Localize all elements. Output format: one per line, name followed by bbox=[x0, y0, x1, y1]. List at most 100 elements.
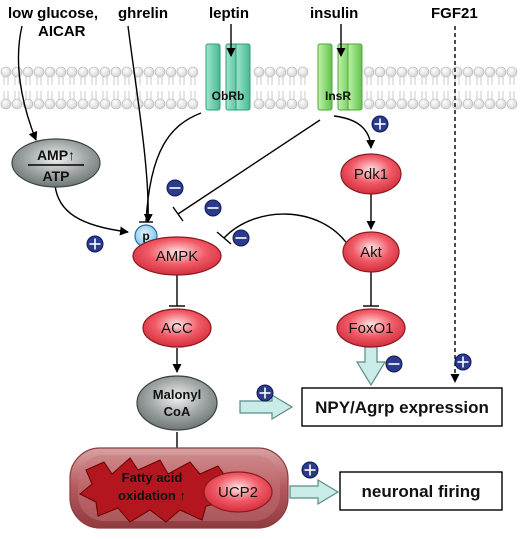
atp-label: ATP bbox=[43, 168, 70, 184]
lipid-head bbox=[44, 66, 56, 78]
lipid-head bbox=[143, 66, 155, 78]
lipid-head bbox=[77, 98, 89, 110]
label-aicar: AICAR bbox=[38, 23, 86, 40]
lipid-head bbox=[484, 66, 496, 78]
ucp2-node: UCP2 bbox=[203, 471, 273, 513]
pdk1-label: Pdk1 bbox=[354, 166, 388, 183]
lipid-head bbox=[77, 66, 89, 78]
lipid-head bbox=[407, 66, 419, 78]
malonyl-coa-node: Malonyl CoA bbox=[136, 375, 218, 431]
lipid-head bbox=[187, 66, 199, 78]
lipid-head bbox=[418, 66, 430, 78]
lipid-head bbox=[33, 98, 45, 110]
label-fgf21: FGF21 bbox=[431, 5, 478, 22]
lipid-head bbox=[0, 98, 12, 110]
lipid-head bbox=[253, 98, 265, 110]
lipid-head bbox=[55, 66, 67, 78]
obrb-label: ObRb bbox=[212, 89, 245, 103]
lipid-head bbox=[44, 98, 56, 110]
lipid-head bbox=[0, 66, 12, 78]
lipid-head bbox=[297, 98, 309, 110]
lipid-head bbox=[462, 66, 474, 78]
lipid-head bbox=[22, 66, 34, 78]
lipid-head bbox=[374, 98, 386, 110]
lipid-head bbox=[440, 66, 452, 78]
phospho-label: p bbox=[142, 229, 149, 243]
plus-sign-icon bbox=[86, 235, 104, 253]
minus-sign-icon bbox=[385, 355, 403, 373]
lipid-head bbox=[143, 98, 155, 110]
lipid-head bbox=[66, 66, 78, 78]
plus-sign-icon bbox=[301, 461, 319, 479]
lipid-head bbox=[176, 66, 188, 78]
lipid-head bbox=[495, 98, 507, 110]
lipid-head bbox=[407, 98, 419, 110]
neuronal-firing-label: neuronal firing bbox=[362, 482, 481, 501]
lipid-head bbox=[484, 98, 496, 110]
amp-label: AMP↑ bbox=[37, 147, 75, 163]
label-ghrelin: ghrelin bbox=[118, 5, 168, 22]
lipid-head bbox=[385, 66, 397, 78]
cell-membrane bbox=[0, 66, 518, 110]
plus-sign-icon bbox=[371, 115, 389, 133]
pdk1-node: Pdk1 bbox=[340, 153, 402, 195]
oxidation-label: oxidation ↑ bbox=[118, 488, 186, 503]
insr-receptor: InsR bbox=[317, 43, 363, 111]
foxo1-node: FoxO1 bbox=[336, 308, 406, 348]
lipid-head bbox=[55, 98, 67, 110]
plus-sign-icon bbox=[454, 353, 472, 371]
lipid-head bbox=[286, 98, 298, 110]
lipid-head bbox=[495, 66, 507, 78]
sign-markers bbox=[86, 115, 472, 479]
ampk-node: AMPK bbox=[132, 236, 222, 276]
lipid-head bbox=[33, 66, 45, 78]
obrb-receptor: ObRb bbox=[205, 43, 251, 111]
malonyl-label: Malonyl bbox=[153, 387, 201, 402]
foxo1-label: FoxO1 bbox=[348, 320, 393, 337]
lipid-head bbox=[110, 98, 122, 110]
amp-atp-node: AMP↑ ATP bbox=[11, 138, 101, 188]
lipid-head bbox=[363, 66, 375, 78]
block-arrows bbox=[239, 344, 387, 506]
lipid-head bbox=[451, 98, 463, 110]
lipid-head bbox=[506, 66, 518, 78]
lipid-head bbox=[11, 66, 23, 78]
minus-sign-icon bbox=[166, 179, 184, 197]
akt-label: Akt bbox=[360, 244, 383, 261]
lipid-head bbox=[176, 98, 188, 110]
lipid-head bbox=[429, 66, 441, 78]
lipid-head bbox=[429, 98, 441, 110]
label-insulin: insulin bbox=[310, 5, 358, 22]
lipid-head bbox=[154, 98, 166, 110]
lipid-head bbox=[396, 98, 408, 110]
lipid-head bbox=[264, 98, 276, 110]
lipid-head bbox=[462, 98, 474, 110]
lipid-head bbox=[385, 98, 397, 110]
lipid-head bbox=[396, 66, 408, 78]
lipid-head bbox=[66, 98, 78, 110]
lipid-head bbox=[110, 66, 122, 78]
acc-label: ACC bbox=[161, 320, 193, 337]
lipid-head bbox=[374, 66, 386, 78]
lipid-head bbox=[88, 66, 100, 78]
neuronal-firing-box: neuronal firing bbox=[339, 471, 503, 511]
coa-label: CoA bbox=[164, 404, 191, 419]
lipid-head bbox=[11, 98, 23, 110]
fatty-acid-label: Fatty acid bbox=[122, 470, 183, 485]
lipid-head bbox=[275, 98, 287, 110]
lipid-head bbox=[297, 66, 309, 78]
lipid-head bbox=[418, 98, 430, 110]
lipid-head bbox=[165, 98, 177, 110]
minus-sign-icon bbox=[232, 229, 250, 247]
insr-label: InsR bbox=[325, 89, 351, 103]
plus-sign-icon bbox=[256, 384, 274, 402]
lipid-head bbox=[99, 66, 111, 78]
lipid-head bbox=[275, 66, 287, 78]
lipid-head bbox=[473, 66, 485, 78]
acc-node: ACC bbox=[142, 308, 212, 348]
npy-agrp-box: NPY/Agrp expression bbox=[301, 387, 503, 427]
lipid-head bbox=[165, 66, 177, 78]
lipid-head bbox=[264, 66, 276, 78]
lipid-head bbox=[286, 66, 298, 78]
lipid-head bbox=[506, 98, 518, 110]
